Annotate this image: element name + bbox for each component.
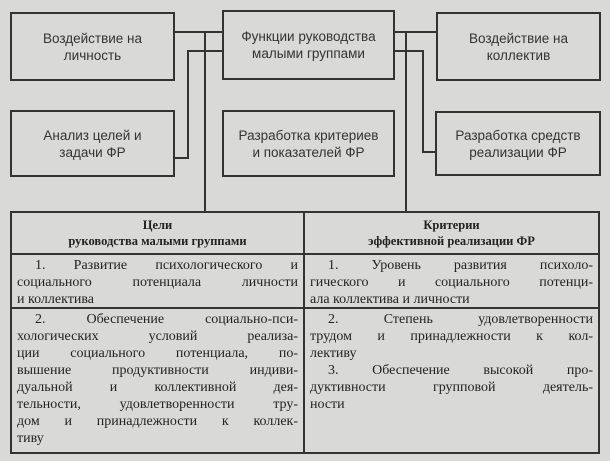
text-line: и коллектива — [17, 292, 94, 307]
box-impact-on-person: Воздействие на личность — [10, 12, 175, 81]
connector-line — [395, 50, 424, 52]
header-line: Цели — [142, 218, 173, 232]
text-line: тельности, удовлетворенности тру- — [17, 397, 298, 412]
text-line: ности — [310, 397, 345, 412]
header-criteria: Критерии эффективной реализации ФР — [305, 213, 598, 253]
connector-line — [422, 151, 436, 153]
text-line: 2. Обеспечение социально-пси- — [35, 312, 298, 327]
text-line: вышение продуктивности индиви- — [17, 363, 298, 378]
text-line: ала коллектива и личности — [310, 292, 470, 307]
connector-line — [204, 31, 206, 212]
cell-goal-1: 1. Развитие психологического и социальног… — [12, 257, 303, 308]
connector-line — [175, 157, 189, 159]
header-line: Критерии — [423, 218, 480, 232]
text-line: 2. Степень удовлетворенности — [328, 312, 593, 327]
box-label: Анализ целей и задачи ФР — [43, 127, 142, 160]
text-line: ции социального потенциала, по- — [17, 346, 298, 361]
connector-line — [187, 50, 222, 52]
box-label: Разработка критериев и показателей ФР — [238, 127, 379, 160]
cell-criterion-1: 1. Уровень развития психоло-гического и … — [305, 257, 598, 308]
text-line: 1. Уровень развития психоло- — [328, 258, 593, 273]
text-line: дуктивности групповой деятель- — [310, 380, 593, 395]
box-label: Функции руководства малыми группами — [241, 29, 376, 61]
text-line: трудом и принадлежности к кол- — [310, 329, 593, 344]
text-line: лективу — [310, 346, 357, 361]
box-criteria-development: Разработка критериев и показателей ФР — [222, 110, 395, 177]
text-line: тиву — [17, 431, 44, 446]
header-line: эффективной реализации ФР — [368, 234, 535, 248]
box-label: Разработка средств реализации ФР — [455, 127, 581, 160]
text-line: социального потенциала личности — [17, 275, 298, 290]
box-goal-analysis: Анализ целей и задачи ФР — [10, 110, 175, 177]
text-line: дом и принадлежности к коллек- — [17, 414, 298, 429]
connector-line — [175, 31, 222, 33]
cell-goal-2: 2. Обеспечение социально-пси-хологически… — [12, 311, 303, 447]
header-goals: Цели руководства малыми группами — [12, 213, 303, 253]
connector-line — [395, 31, 436, 33]
connector-line — [405, 31, 407, 212]
text-line: 1. Развитие психологического и — [35, 258, 298, 273]
box-impact-on-collective: Воздействие на коллектив — [436, 12, 601, 81]
connector-line — [422, 50, 424, 153]
text-line: 3. Обеспечение высокой про- — [328, 363, 593, 378]
box-means-development: Разработка средств реализации ФР — [435, 111, 601, 176]
column-divider — [303, 213, 305, 452]
text-line: хологических условий реализа- — [17, 329, 298, 344]
text-line: дуальной и коллективной дея- — [17, 380, 298, 395]
box-label: Воздействие на личность — [42, 30, 143, 63]
row-divider — [12, 253, 598, 255]
cell-criterion-2-3: 2. Степень удовлетворенности трудом и при… — [305, 311, 598, 413]
row-divider — [12, 307, 598, 309]
connector-line — [187, 50, 189, 159]
goals-criteria-table: Цели руководства малыми группами Критери… — [10, 211, 600, 454]
header-line: руководства малыми группами — [68, 234, 247, 248]
text-line: гического и социального потенци- — [310, 275, 593, 290]
box-management-functions: Функции руководства малыми группами — [222, 10, 395, 80]
box-label: Воздействие на коллектив — [468, 30, 569, 63]
